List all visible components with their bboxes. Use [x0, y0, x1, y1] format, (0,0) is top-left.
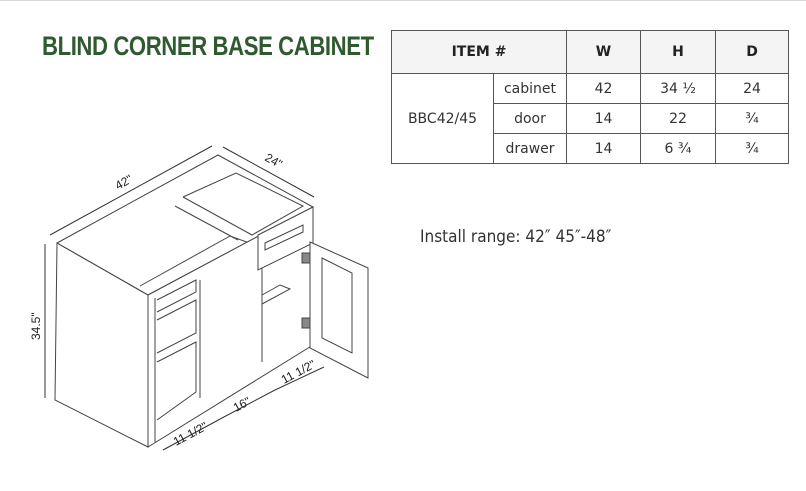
header-item: ITEM # — [391, 30, 567, 74]
right-opening-dim-line — [274, 366, 325, 391]
d-cell: ¾ — [715, 103, 789, 134]
w-cell: 14 — [566, 103, 641, 134]
depth-dim-line — [222, 146, 315, 198]
table-row: door 14 22 ¾ — [392, 103, 789, 134]
open-drawer-box — [182, 172, 305, 236]
install-range: Install range: 42″ 45″-48″ — [420, 227, 612, 247]
left-drawer-3 — [156, 341, 197, 421]
top-divider — [0, 0, 806, 1]
door-panel — [321, 257, 353, 354]
drawer-rail — [174, 205, 239, 241]
drawer-handle-recess — [264, 224, 304, 251]
d-cell: 24 — [715, 73, 789, 104]
left-drawer-1 — [156, 279, 197, 313]
shelf — [261, 284, 292, 305]
left-opening-dim-line — [162, 417, 223, 451]
left-drawer-2 — [156, 299, 197, 354]
w-cell: 14 — [566, 133, 641, 164]
d-cell: ¾ — [715, 133, 789, 164]
width-dim-line — [49, 145, 213, 236]
w-cell: 42 — [566, 73, 641, 104]
spec-table: ITEM # W H D BBC42/45 cabinet 42 34 ½ 24… — [391, 30, 789, 164]
part-cell: cabinet — [493, 73, 567, 104]
hinge-icon — [301, 252, 311, 264]
page-title: BLIND CORNER BASE CABINET — [42, 31, 374, 61]
center-dim-line — [221, 389, 276, 419]
hinge-icon — [301, 317, 311, 329]
width-label: 42" — [113, 172, 135, 193]
cabinet-side-panel — [54, 242, 149, 448]
open-door — [309, 241, 369, 379]
height-label: 34.5" — [29, 312, 43, 340]
part-cell: drawer — [493, 133, 567, 164]
table-header-row: ITEM # W H D — [391, 30, 789, 74]
header-h: H — [640, 30, 716, 74]
depth-label: 24" — [263, 150, 285, 171]
h-cell: 6 ¾ — [640, 133, 716, 164]
table-row: drawer 14 6 ¾ ¾ — [392, 133, 789, 164]
h-cell: 22 — [640, 103, 716, 134]
header-w: W — [566, 30, 641, 74]
